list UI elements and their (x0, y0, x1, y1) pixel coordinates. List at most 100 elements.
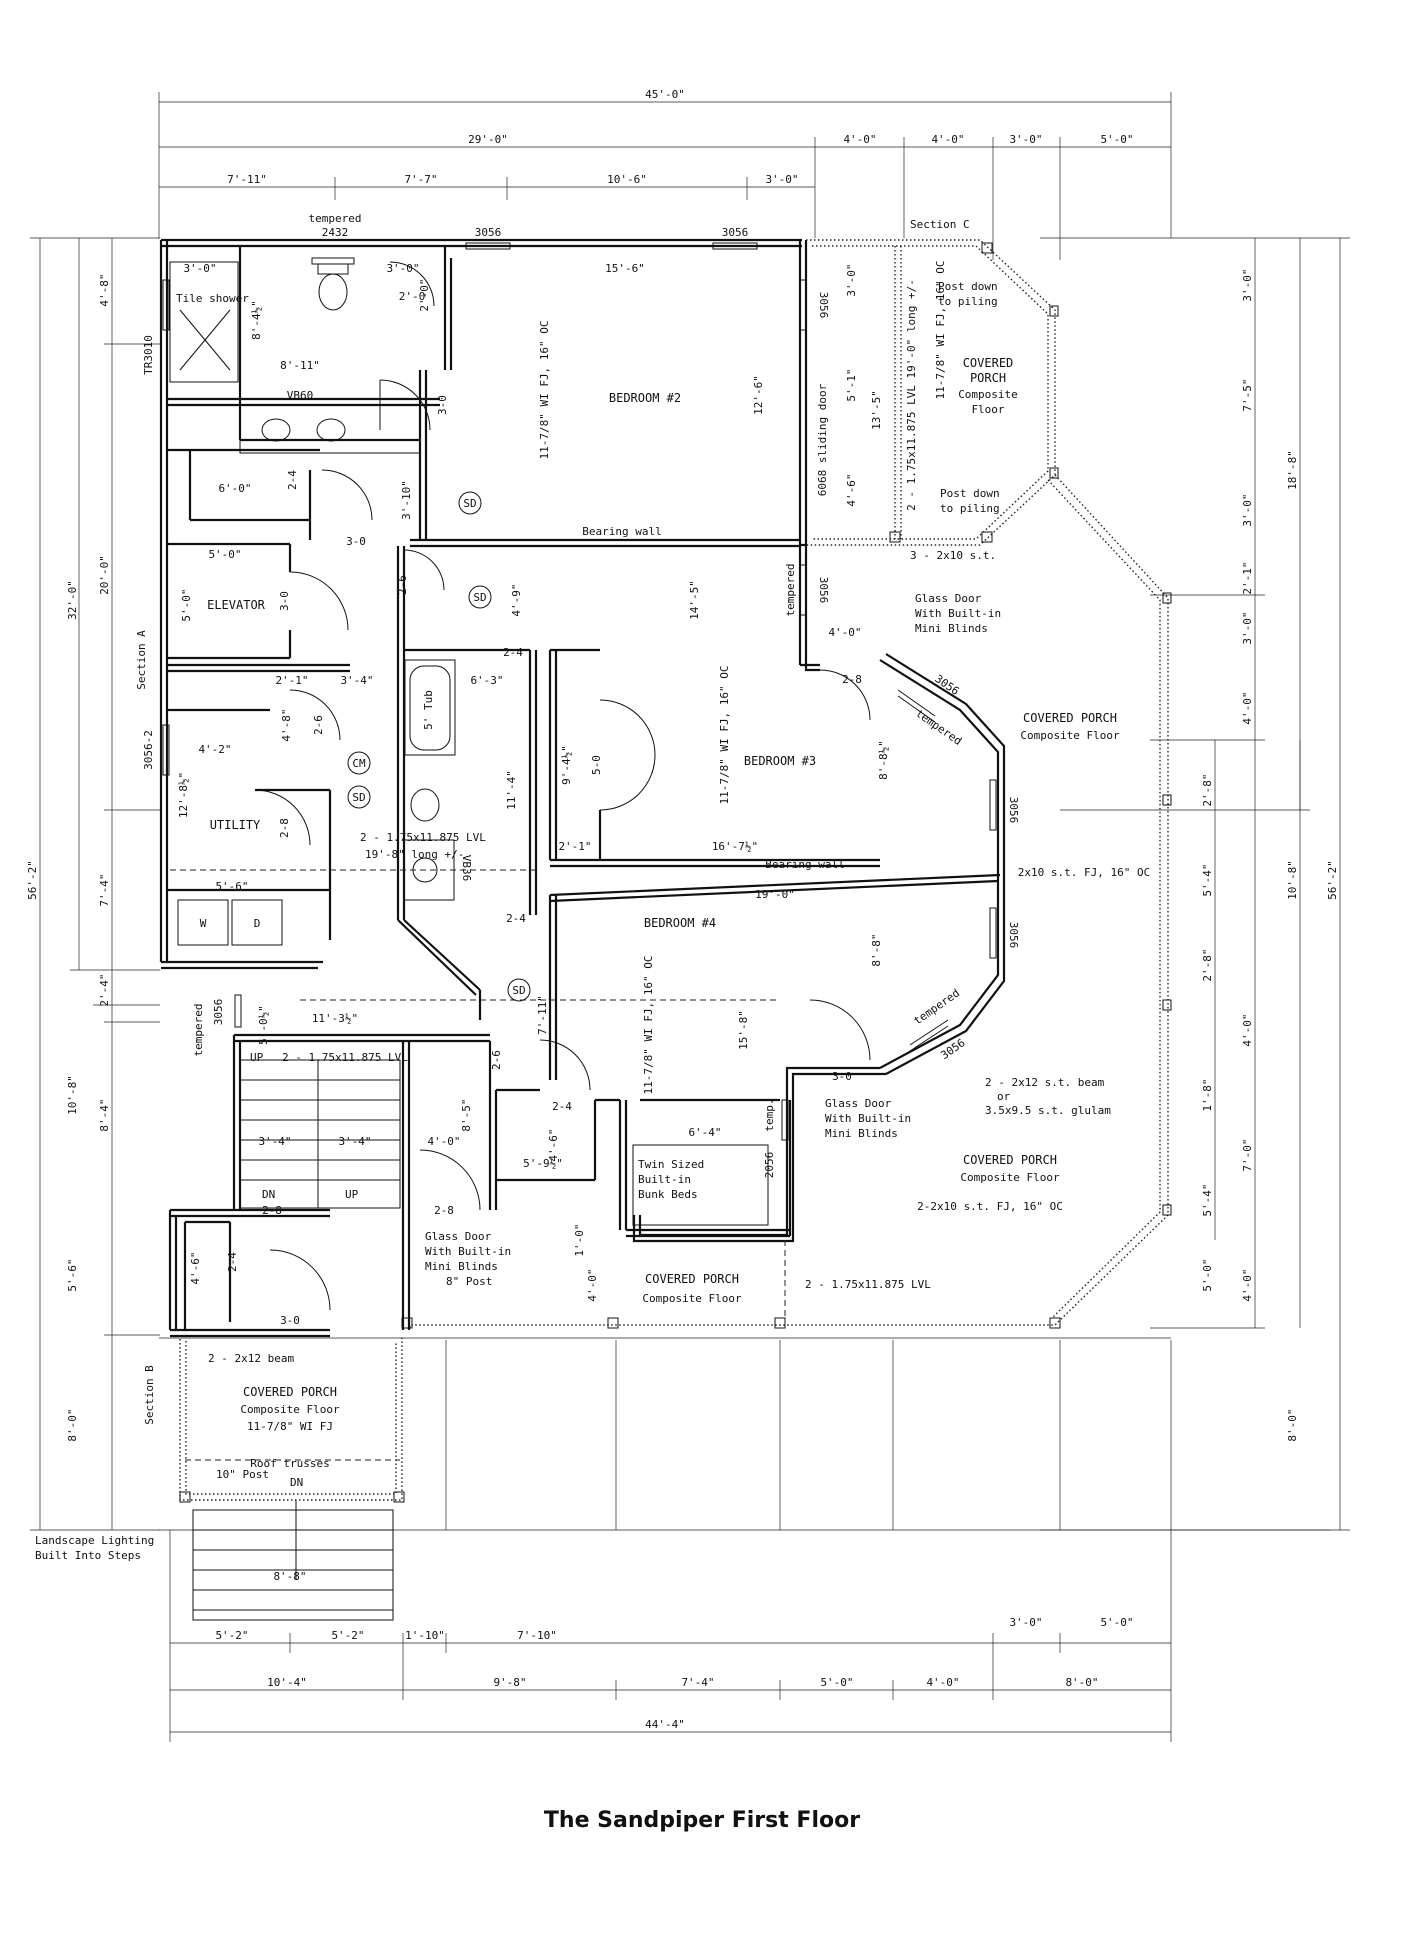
idim-4-6-foyer: 4'-6" (189, 1251, 202, 1284)
note-section-a: Section A (135, 630, 148, 690)
grid-lines (93, 1004, 1330, 1531)
note-post-10: 10" Post (216, 1468, 269, 1481)
idim-2-4-foyer: 2-4 (226, 1252, 239, 1272)
idim-bath-door: 2-4 (503, 646, 523, 659)
dim-left-32: 32'-0" (66, 580, 79, 620)
dim-top-7-7: 7'-7" (404, 173, 437, 186)
note-lvl-porch-s: 2 - 1.75x11.875 LVL (805, 1278, 931, 1291)
dim-bot-5: 5'-0" (1100, 1616, 1133, 1629)
note-post-down-2b: to piling (940, 502, 1000, 515)
dim-bot-1-10: 1'-10" (405, 1629, 445, 1642)
porch-ne-2: PORCH (970, 371, 1006, 385)
porch-se-title: COVERED PORCH (963, 1153, 1057, 1167)
porch-e-title: COVERED PORCH (1023, 711, 1117, 725)
dim-left-56-2: 56'-2" (26, 860, 39, 900)
dim-top-4a: 4'-0" (843, 133, 876, 146)
dim-bot-7-4: 7'-4" (681, 1676, 714, 1689)
idim-6-3: 6'-3" (470, 674, 503, 687)
note-landscape-b: Built Into Steps (35, 1549, 141, 1562)
dim-right-18-8: 18'-8" (1286, 450, 1299, 490)
note-3-2x10: 3 - 2x10 s.t. (910, 549, 996, 562)
note-cm: CM (352, 757, 366, 770)
idim-3-0-foyer: 3-0 (280, 1314, 300, 1327)
note-post-down-1b: to piling (938, 295, 998, 308)
room-elevator: ELEVATOR (207, 598, 266, 612)
idim-3-0-b4: 3-0 (832, 1070, 852, 1083)
note-glass-door-3c: Mini Blinds (425, 1260, 498, 1273)
note-tempered-3: tempered (911, 986, 962, 1027)
idim-2-4-bath: 2-4 (506, 912, 526, 925)
dim-right-3b: 3'-0" (1241, 493, 1254, 526)
porch-s-sub: Composite Floor (642, 1292, 742, 1305)
note-section-b: Section B (143, 1365, 156, 1425)
door-swings (254, 261, 871, 1311)
note-lvl-stair: 2 - 1.75x11.875 LVL (282, 1051, 408, 1064)
dim-right-7: 7'-0" (1241, 1138, 1254, 1171)
note-landscape-a: Landscape Lighting (35, 1534, 154, 1547)
note-post-down-2a: Post down (940, 487, 1000, 500)
note-lvl-ne: 2 - 1.75x11.875 LVL 19'-0" long +/- (905, 279, 918, 511)
note-sd-1: SD (463, 497, 476, 510)
note-3056-top-b: 3056 (722, 226, 749, 239)
dim-bot-8: 8'-0" (1065, 1676, 1098, 1689)
idim-19-0: 19'-0" (755, 888, 795, 901)
note-wi-fj: 11-7/8" WI FJ (247, 1420, 333, 1433)
idim-elev-w: 5'-0" (208, 548, 241, 561)
note-glass-door-2b: With Built-in (825, 1112, 911, 1125)
note-3056-2: 3056-2 (142, 730, 155, 770)
dim-right-8: 8'-0" (1286, 1408, 1299, 1441)
note-washer: W (200, 917, 207, 930)
dim-right-4c: 4'-0" (1241, 1268, 1254, 1301)
note-joist-b3: 11-7/8" WI FJ, 16" OC (718, 665, 731, 804)
dim-top-3-0: 3'-0" (765, 173, 798, 186)
dim-right-2-8a: 2'-8" (1201, 773, 1214, 806)
porch-outlines (179, 239, 1169, 1501)
dim-top-10-6: 10'-6" (607, 173, 647, 186)
dim-top-3: 3'-0" (1009, 133, 1042, 146)
note-bunk-c: Bunk Beds (638, 1188, 698, 1201)
idim-9-4-half: 9'-4½" (560, 745, 573, 785)
note-bunk-b: Built-in (638, 1173, 691, 1186)
idim-4-2: 4'-2" (198, 743, 231, 756)
left-dimension-lines (30, 237, 160, 1531)
dim-right-5-4a: 5'-4" (1201, 863, 1214, 896)
dim-bot-9-8: 9'-8" (493, 1676, 526, 1689)
dim-bot-3: 3'-0" (1009, 1616, 1042, 1629)
room-bedroom-2: BEDROOM #2 (609, 391, 681, 405)
bottom-dimension-lines (169, 1530, 1172, 1742)
dim-left-10-8: 10'-8" (66, 1075, 79, 1115)
note-post-down-1a: Post down (938, 280, 998, 293)
room-bedroom-4: BEDROOM #4 (644, 916, 716, 930)
idim-16-7-half: 16'-7½" (712, 840, 758, 853)
note-joist-b4: 11-7/8" WI FJ, 16" OC (642, 955, 655, 1094)
note-bunk-a: Twin Sized (638, 1158, 704, 1171)
idim-hall-door: 3-0 (346, 535, 366, 548)
idim-5-9-half: 5'-9½" (523, 1157, 563, 1170)
dim-right-3a: 3'-0" (1241, 268, 1254, 301)
idim-11-3-half: 11'-3½" (312, 1012, 358, 1025)
idim-wc-2: 2'-0" (418, 278, 431, 311)
note-joist-b2: 11-7/8" WI FJ, 16" OC (538, 320, 551, 459)
dim-right-5: 5'-0" (1201, 1258, 1214, 1291)
note-bearing-wall-1: Bearing wall (582, 525, 661, 538)
stairs (192, 1059, 401, 1621)
idim-4-0-porch: 4'-0" (586, 1268, 599, 1301)
idim-3-4: 3'-4" (340, 674, 373, 687)
note-vb36: VB36 (460, 855, 473, 882)
note-tub: 5' Tub (422, 690, 435, 730)
idim-2-8-c: 2-8 (842, 673, 862, 686)
idim-7-11: 7'-11" (536, 995, 549, 1035)
idim-bath-w: 8'-11" (280, 359, 320, 372)
note-vb60: VB60 (287, 389, 314, 402)
room-tile-shower: Tile shower (176, 292, 249, 305)
note-post-8: 8" Post (446, 1275, 492, 1288)
note-tempered-2: tempered (913, 707, 964, 748)
dim-top-29: 29'-0" (468, 133, 508, 146)
idim-2-8-a: 2-8 (262, 1204, 282, 1217)
dim-top-7-11: 7'-11" (227, 173, 267, 186)
idim-closet-door: 2-4 (286, 470, 299, 490)
dim-left-5-6: 5'-6" (66, 1258, 79, 1291)
idim-b2-door: 3-0 (436, 395, 449, 415)
note-3056-r3: 3056 (932, 672, 961, 698)
idim-4-8: 4'-8" (280, 708, 293, 741)
